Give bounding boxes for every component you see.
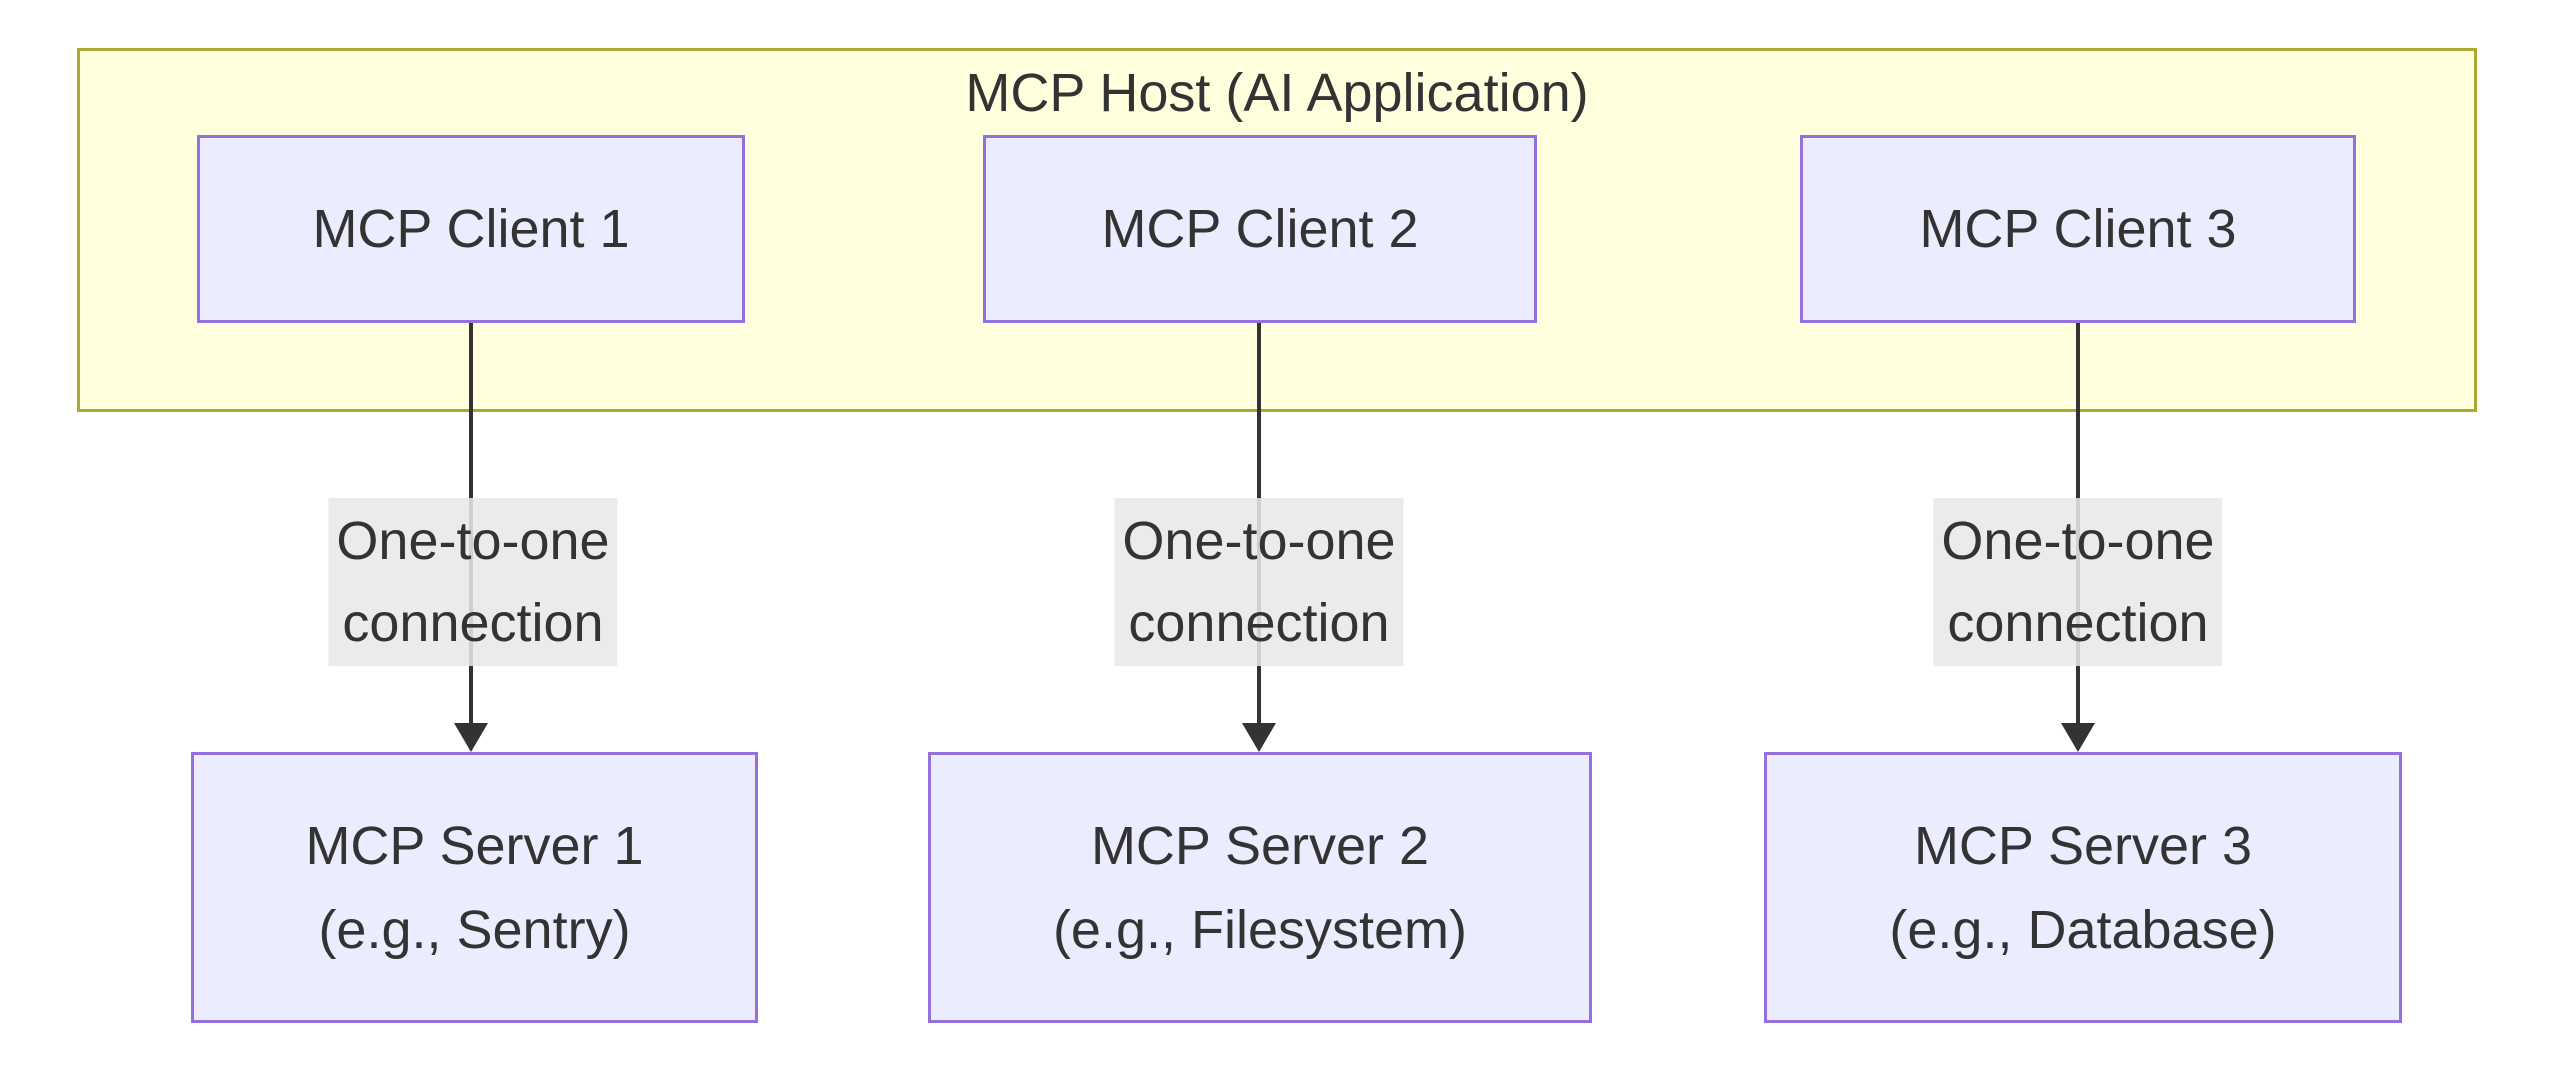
mcp-server-1-example: (e.g., Sentry) — [318, 899, 631, 960]
edge-label-connection-1: One-to-one connection — [328, 498, 618, 666]
edge-label-line2: connection — [1128, 593, 1390, 653]
arrowhead-down-icon — [1242, 723, 1276, 752]
node-mcp-server-1: MCP Server 1 (e.g., Sentry) — [191, 752, 758, 1023]
edge-label-line2: connection — [1947, 593, 2209, 653]
mcp-server-3-name: MCP Server 3 — [1913, 815, 2253, 876]
mcp-server-2-example: (e.g., Filesystem) — [1052, 899, 1468, 960]
mcp-client-2-label: MCP Client 2 — [1101, 199, 1419, 259]
node-mcp-client-3: MCP Client 3 — [1800, 135, 2356, 323]
mcp-server-2-name: MCP Server 2 — [1090, 815, 1430, 876]
edge-label-line2: connection — [342, 593, 604, 653]
edge-label-line1: One-to-one — [336, 511, 610, 571]
node-mcp-server-2: MCP Server 2 (e.g., Filesystem) — [928, 752, 1592, 1023]
mcp-server-3-example: (e.g., Database) — [1889, 899, 2277, 960]
edge-label-line1: One-to-one — [1941, 511, 2215, 571]
node-mcp-server-3: MCP Server 3 (e.g., Database) — [1764, 752, 2402, 1023]
node-mcp-client-1: MCP Client 1 — [197, 135, 745, 323]
mcp-server-1-name: MCP Server 1 — [305, 815, 644, 876]
mcp-client-3-label: MCP Client 3 — [1919, 199, 2237, 259]
arrowhead-down-icon — [454, 723, 488, 752]
arrowhead-down-icon — [2061, 723, 2095, 752]
node-mcp-client-2: MCP Client 2 — [983, 135, 1537, 323]
mcp-host-title: MCP Host (AI Application) — [965, 63, 1589, 123]
edge-label-connection-3: One-to-one connection — [1933, 498, 2223, 666]
edge-label-connection-2: One-to-one connection — [1114, 498, 1404, 666]
edge-label-line1: One-to-one — [1122, 511, 1396, 571]
mcp-client-1-label: MCP Client 1 — [312, 199, 630, 259]
